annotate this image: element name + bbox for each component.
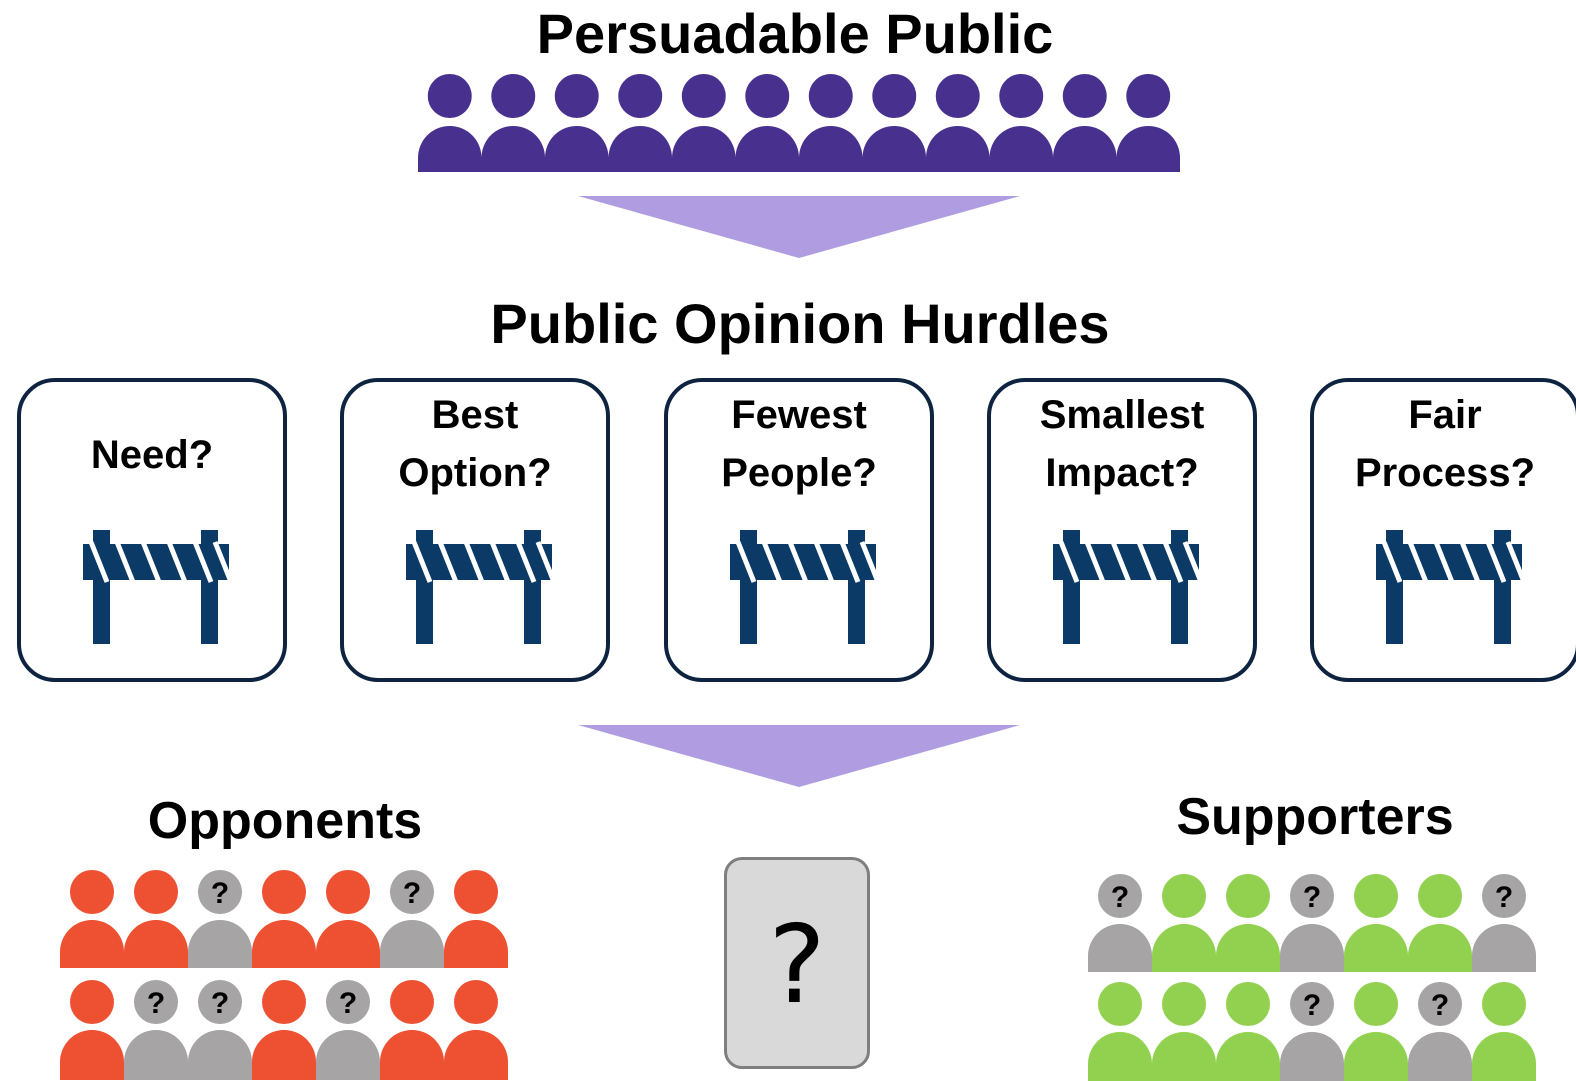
persuadable-person-icon [608,74,672,172]
persuadable-person-icon [989,74,1053,172]
opponent-person-icon [444,980,508,1080]
undecided-person-icon: ? [1472,874,1536,972]
undecided-person-icon: ? [1088,874,1152,972]
opponent-person-icon [252,870,316,968]
hurdle-question: Need? [21,426,283,484]
question-mark-icon: ? [768,903,826,1028]
undecided-person-icon: ? [1408,982,1472,1081]
undecided-person-icon: ? [316,980,380,1080]
persuadable-person-icon [545,74,609,172]
undecided-person-icon: ? [380,870,444,968]
question-mark-icon: ? [403,877,421,910]
question-mark-icon: ? [1303,881,1321,914]
hurdle-question-line: Smallest [1039,393,1205,437]
persuadable-person-icon [862,74,926,172]
road-barrier-icon [730,530,876,644]
supporter-person-icon [1088,982,1152,1081]
road-barrier-icon [406,530,552,644]
opponents-crowd-row-2: ??? [60,980,508,1080]
undecided-person-icon: ? [188,870,252,968]
opponents-crowd-row-1: ?? [60,870,508,968]
supporter-person-icon [1152,874,1216,972]
supporters-crowd-row-1: ??? [1088,874,1536,972]
opponents-title: Opponents [147,792,423,850]
persuadable-person-icon [418,74,482,172]
undecided-person-icon: ? [124,980,188,1080]
question-mark-icon: ? [1495,881,1513,914]
persuadable-person-icon [735,74,799,172]
hurdles-title: Public Opinion Hurdles [490,292,1110,355]
question-mark-icon: ? [1431,989,1449,1022]
undecided-person-icon: ? [188,980,252,1080]
question-mark-icon: ? [211,987,229,1020]
opponent-person-icon [252,980,316,1080]
opponent-person-icon [316,870,380,968]
persuadable-person-icon [926,74,990,172]
supporter-person-icon [1472,982,1536,1081]
hurdle-question-line: Fewest [731,393,867,437]
supporter-person-icon [1216,982,1280,1081]
supporter-person-icon [1344,874,1408,972]
undecided-person-icon: ? [1280,874,1344,972]
supporters-crowd-row-2: ?? [1088,982,1536,1081]
hurdle-question-line: Need? [90,433,214,477]
road-barrier-icon [1053,530,1199,644]
question-mark-icon: ? [147,987,165,1020]
supporter-person-icon [1216,874,1280,972]
supporter-person-icon [1152,982,1216,1081]
persuadable-public-crowd [418,74,1180,172]
hurdle-question-line: Option? [398,451,552,495]
undecided-person-icon: ? [1280,982,1344,1081]
hurdle-question-line: Process? [1354,451,1536,495]
persuadable-public-title: Persuadable Public [536,2,1054,65]
opponent-person-icon [124,870,188,968]
persuadable-person-icon [672,74,736,172]
opponent-person-icon [380,980,444,1080]
road-barrier-icon [83,530,229,644]
unknown-outcome-box: ? [724,857,870,1069]
hurdle-question-line: Impact? [1045,451,1199,495]
road-barrier-icon [1376,530,1522,644]
down-arrow-1 [578,196,1020,258]
hurdle-question-line: Best [431,393,519,437]
opponent-person-icon [444,870,508,968]
question-mark-icon: ? [1303,989,1321,1022]
persuadable-person-icon [799,74,863,172]
question-mark-icon: ? [211,877,229,910]
hurdle-card: Need? [17,378,287,682]
supporter-person-icon [1344,982,1408,1081]
persuadable-person-icon [1053,74,1117,172]
question-mark-icon: ? [339,987,357,1020]
opponent-person-icon [60,980,124,1080]
question-mark-icon: ? [1111,881,1129,914]
hurdle-question-line: People? [721,451,877,495]
opponent-person-icon [60,870,124,968]
down-arrow-2 [578,725,1020,787]
persuadable-person-icon [1116,74,1180,172]
hurdle-question-line: Fair [1408,393,1482,437]
supporter-person-icon [1408,874,1472,972]
supporters-title: Supporters [1176,788,1454,846]
persuadable-person-icon [481,74,545,172]
